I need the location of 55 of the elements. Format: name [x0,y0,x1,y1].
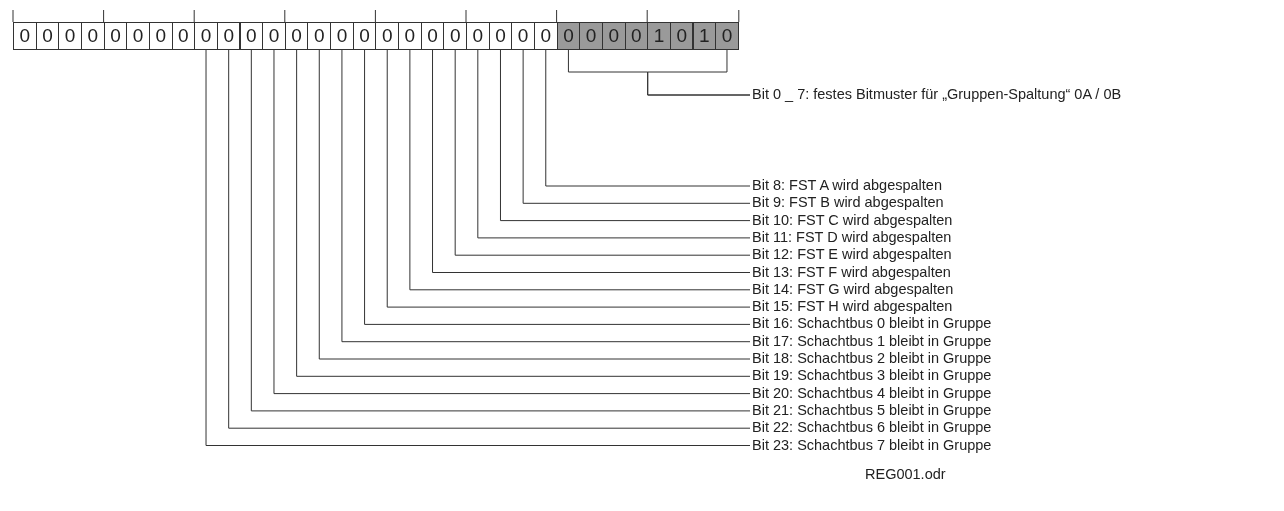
bit-description: Bit 22: Schachtbus 6 bleibt in Gruppe [752,419,992,437]
bit-description: Bit 17: Schachtbus 1 bleibt in Gruppe [752,332,992,350]
bit-cell: 0 [307,22,332,50]
bit-cell: 0 [58,22,82,50]
bit-cell: 0 [375,22,400,50]
bit-description: Bit 0 _ 7: festes Bitmuster für „Gruppen-Spaltung“ 0A / 0B [752,86,1122,103]
leader-line [545,49,751,187]
bit-cell: 0 [624,22,649,50]
bit-cell: 0 [715,22,739,50]
bit-description: Bit 21: Schachtbus 5 bleibt in Gruppe [752,401,992,419]
bit-description: Bit 13: FST F wird abgespalten [752,263,951,281]
bit-cell: 0 [284,22,309,50]
bit-cell: 0 [80,22,105,50]
bit-cell: 0 [239,22,264,50]
bit-cell: 0 [669,22,694,50]
leader-line [522,49,751,204]
bit-cell: 0 [420,22,445,50]
bit-cell: 0 [126,22,150,50]
bit-cell: 0 [216,22,241,50]
bit-description: Bit 16: Schachtbus 0 bleibt in Gruppe [752,315,992,333]
bit-cell: 0 [262,22,286,50]
bit-cell: 0 [103,22,128,50]
file-name-note: REG001.odr [865,466,946,483]
bit-cell: 0 [511,22,535,50]
bit-cell: 0 [533,22,558,50]
bit-cell: 0 [579,22,603,50]
bit-cell: 0 [488,22,513,50]
bit-description: Bit 12: FST E wird abgespalten [752,246,952,264]
leader-line [647,49,751,96]
bit-cell: 1 [692,22,717,50]
bit-cell: 0 [35,22,60,50]
bit-description: Bit 19: Schachtbus 3 bleibt in Gruppe [752,367,992,385]
bit-description: Bit 10: FST C wird abgespalten [752,211,953,229]
bit-cell: 0 [13,22,37,50]
bit-cell: 0 [443,22,467,50]
bit-description: Bit 14: FST G wird abgespalten [752,280,954,298]
bit-description: Bit 15: FST H wird abgespalten [752,298,953,316]
bit-cell: 0 [194,22,218,50]
bit-cell: 0 [466,22,490,50]
bit-cell: 0 [330,22,354,50]
bit-cell: 0 [398,22,422,50]
bit-description: Bit 23: Schachtbus 7 bleibt in Gruppe [752,436,992,454]
bit-cell: 0 [148,22,173,50]
bit-description: Bit 8: FST A wird abgespalten [752,177,942,194]
bit-description: Bit 11: FST D wird abgespalten [752,228,952,246]
bit-cell: 1 [647,22,671,50]
bit-cell: 0 [556,22,581,50]
leader-line [477,49,751,239]
bit-description: Bit 18: Schachtbus 2 bleibt in Gruppe [752,350,992,367]
bit-cell: 0 [171,22,196,50]
bit-cell: 0 [352,22,377,50]
bit-description: Bit 9: FST B wird abgespalten [752,194,944,212]
bit-cell: 0 [601,22,626,50]
bit-description: Bit 20: Schachtbus 4 bleibt in Gruppe [752,384,992,402]
leader-line [500,49,751,222]
